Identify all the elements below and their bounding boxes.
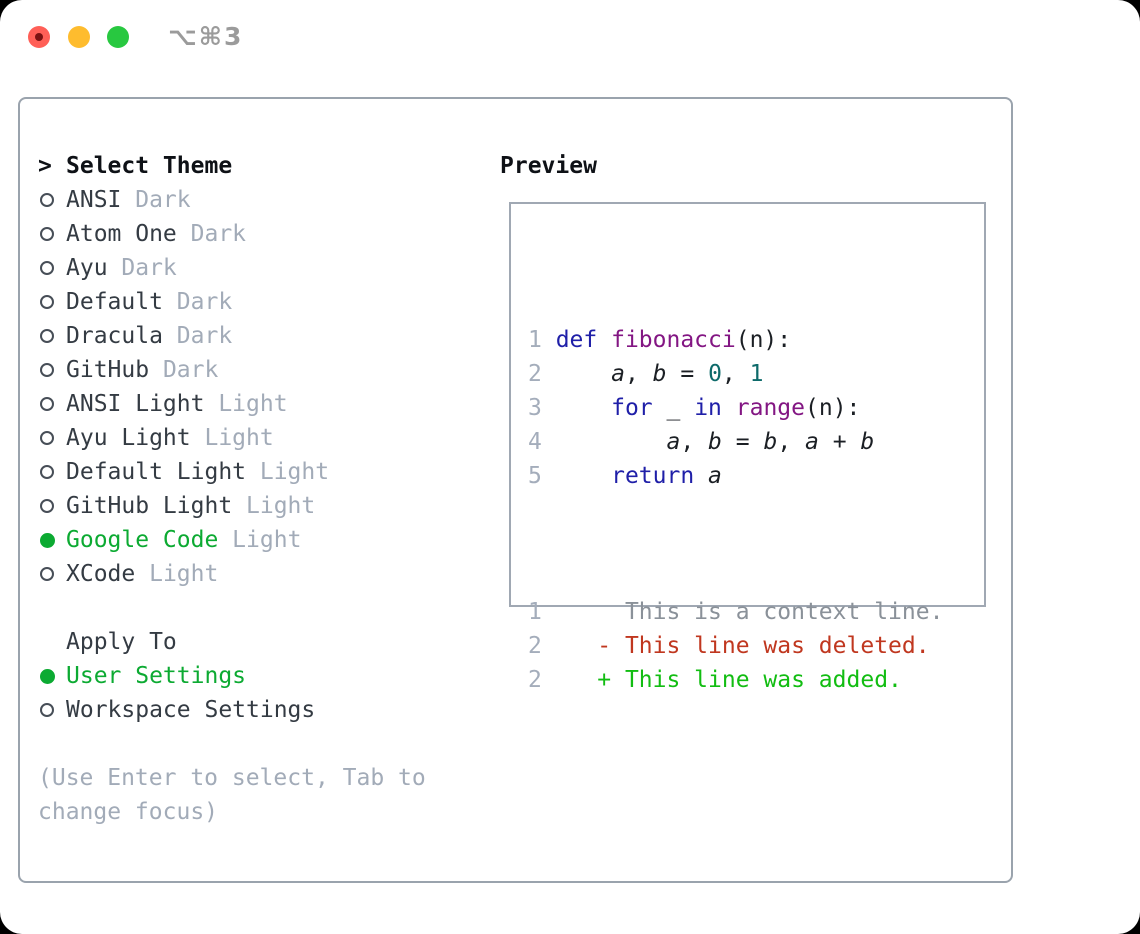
theme-name: Dracula (66, 323, 163, 349)
theme-variant: Light (246, 459, 330, 485)
apply-option-label: Workspace Settings (66, 697, 316, 723)
theme-option-github-dark[interactable]: GitHub Dark (38, 353, 426, 387)
diff-line-context: 1 This is a context line. (528, 599, 944, 625)
code-preview: 1 def fibonacci(n): 2 a, b = 0, 1 3 for _ … (528, 255, 943, 765)
line-number: 3 (528, 395, 556, 421)
theme-option-atom-one-dark[interactable]: Atom One Dark (38, 217, 426, 251)
code-line: 3 for _ in range(n): (528, 395, 861, 421)
theme-name: Google Code (66, 527, 219, 553)
radio-icon (38, 329, 66, 343)
theme-variant: Dark (162, 323, 233, 349)
hint-line: change focus) (38, 799, 219, 825)
minimize-button[interactable] (68, 26, 90, 48)
hint-line: (Use Enter to select, Tab to (38, 765, 426, 791)
theme-name: GitHub Light (66, 493, 233, 519)
titlebar: ⌥⌘3 (0, 0, 1140, 74)
apply-option-workspace-settings[interactable]: Workspace Settings (38, 693, 426, 727)
window-title: ⌥⌘3 (168, 22, 244, 51)
theme-name: Atom One (66, 221, 177, 247)
apply-option-label: User Settings (66, 663, 247, 689)
theme-option-dracula-dark[interactable]: Dracula Dark (38, 319, 426, 353)
radio-icon (38, 295, 66, 309)
theme-option-ayu-dark[interactable]: Ayu Dark (38, 251, 426, 285)
theme-option-github-light-light[interactable]: GitHub Light Light (38, 489, 426, 523)
apply-to-header: Apply To (38, 625, 426, 659)
diff-line-added: 2 + This line was added. (528, 667, 902, 693)
apply-option-user-settings[interactable]: User Settings (38, 659, 426, 693)
theme-name: ANSI (66, 187, 122, 213)
radio-icon (38, 397, 66, 411)
hint-text: (Use Enter to select, Tab to change focus… (38, 761, 426, 829)
code-line: 1 def fibonacci(n): (528, 327, 792, 353)
code-block: 1 def fibonacci(n): 2 a, b = 0, 1 3 for _ … (528, 323, 943, 493)
radio-selected-icon (38, 668, 66, 684)
theme-name: Ayu (66, 255, 108, 281)
theme-variant: Light (135, 561, 219, 587)
theme-variant: Light (190, 425, 274, 451)
theme-variant: Dark (162, 289, 233, 315)
apply-to-title: Apply To (66, 629, 177, 655)
code-line: 2 a, b = 0, 1 (528, 361, 764, 387)
line-number: 1 (528, 599, 542, 625)
theme-name: ANSI Light (66, 391, 205, 417)
radio-icon (38, 363, 66, 377)
theme-name: Default (66, 289, 163, 315)
radio-icon (38, 193, 66, 207)
preview-title: Preview (500, 153, 597, 179)
radio-icon (38, 227, 66, 241)
line-number: 5 (528, 463, 556, 489)
theme-option-ansi-dark[interactable]: ANSI Dark (38, 183, 426, 217)
theme-variant: Dark (176, 221, 247, 247)
radio-icon (38, 499, 66, 513)
theme-variant: Dark (121, 187, 191, 213)
line-number: 1 (528, 327, 556, 353)
theme-name: Default Light (66, 459, 247, 485)
line-number: 2 (528, 667, 542, 693)
theme-name: GitHub (66, 357, 150, 383)
close-button[interactable] (28, 26, 50, 48)
select-theme-title: Select Theme (66, 153, 233, 179)
unsaved-indicator-dot (35, 33, 43, 41)
focus-caret: > (38, 153, 52, 179)
radio-selected-icon (38, 532, 66, 548)
select-theme-header: > Select Theme (38, 149, 426, 183)
theme-option-default-light-light[interactable]: Default Light Light (38, 455, 426, 489)
radio-icon (38, 465, 66, 479)
radio-icon (38, 261, 66, 275)
theme-option-ayu-light-light[interactable]: Ayu Light Light (38, 421, 426, 455)
theme-variant: Light (232, 493, 316, 519)
code-line: 4 a, b = b, a + b (528, 429, 875, 455)
diff-line-deleted: 2 - This line was deleted. (528, 633, 930, 659)
theme-name: XCode (66, 561, 136, 587)
radio-icon (38, 567, 66, 581)
diff-block: 1 This is a context line. 2 - This line w… (528, 595, 943, 697)
radio-icon (38, 703, 66, 717)
line-number: 2 (528, 633, 542, 659)
zoom-button[interactable] (107, 26, 129, 48)
theme-variant: Dark (107, 255, 177, 281)
theme-option-google-code-light[interactable]: Google Code Light (38, 523, 426, 557)
theme-name: Ayu Light (66, 425, 191, 451)
theme-variant: Light (218, 527, 302, 553)
code-line: 5 return a (528, 463, 722, 489)
preview-box: 1 def fibonacci(n): 2 a, b = 0, 1 3 for _ … (509, 202, 986, 693)
theme-variant: Light (204, 391, 288, 417)
theme-option-default-dark[interactable]: Default Dark (38, 285, 426, 319)
line-number: 4 (528, 429, 556, 455)
theme-option-ansi-light-light[interactable]: ANSI Light Light (38, 387, 426, 421)
line-number: 2 (528, 361, 556, 387)
theme-option-xcode-light[interactable]: XCode Light (38, 557, 426, 591)
radio-icon (38, 431, 66, 445)
theme-variant: Dark (149, 357, 219, 383)
